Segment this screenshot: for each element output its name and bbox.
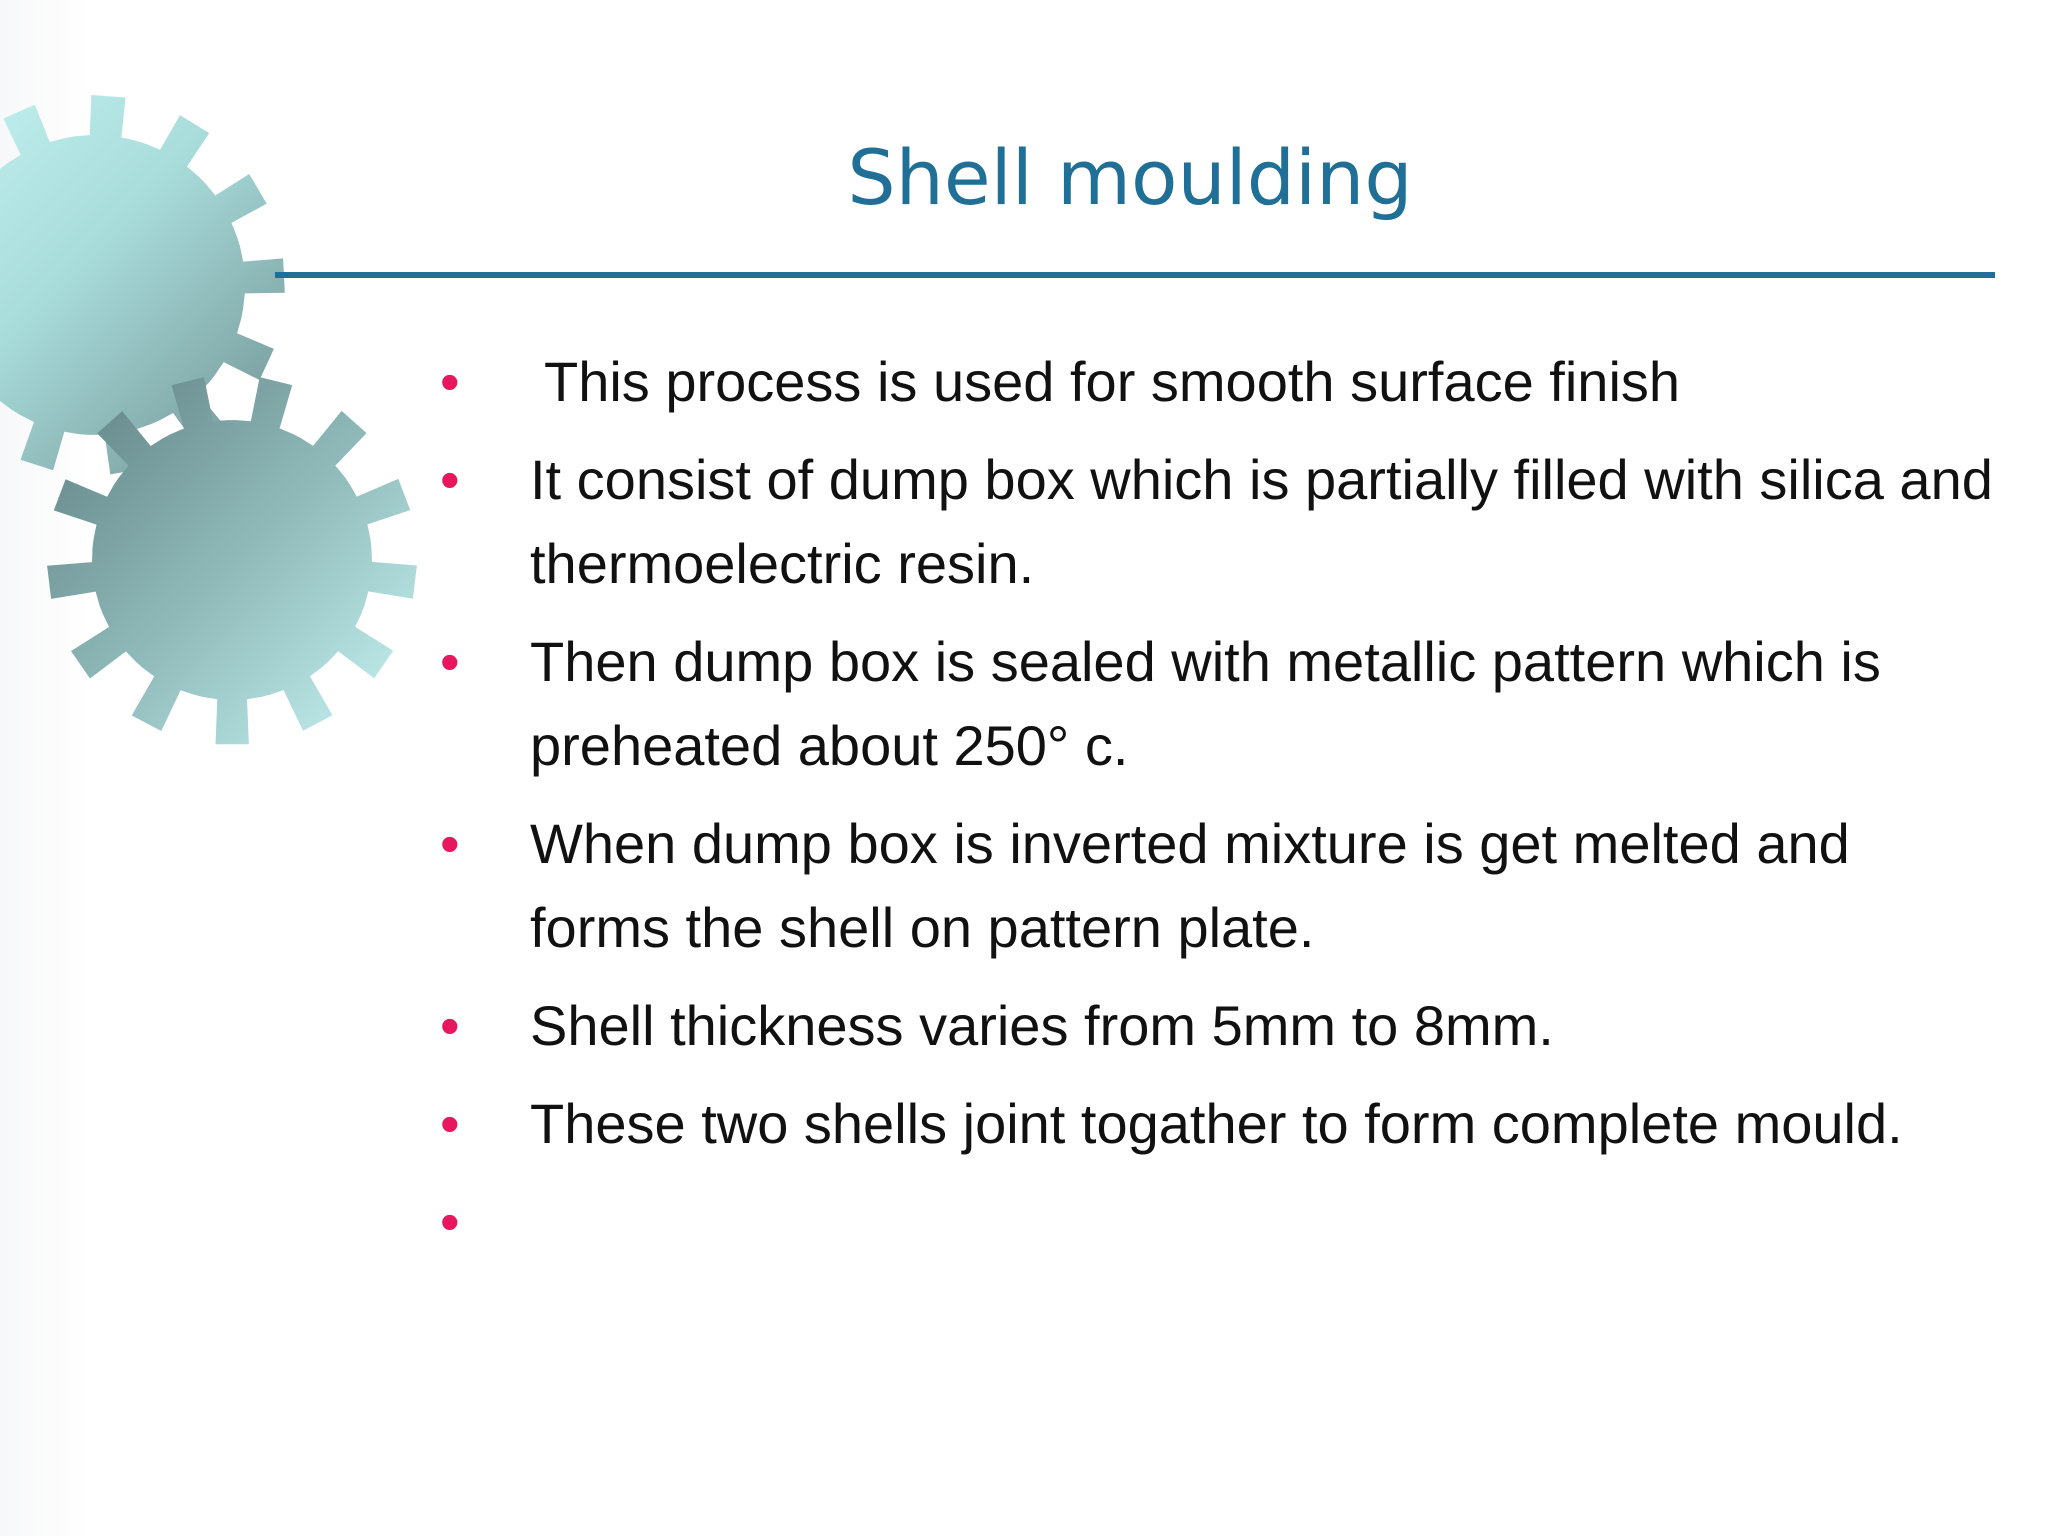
- bullet-item: • This process is used for smooth surfac…: [440, 340, 2000, 424]
- bullet-marker: •: [440, 1190, 460, 1253]
- bullet-marker: •: [440, 350, 460, 413]
- bullet-text: Shell thickness varies from 5mm to 8mm.: [530, 994, 1554, 1057]
- bullet-text: Then dump box is sealed with metallic pa…: [530, 630, 1881, 777]
- lower-gear-icon: [47, 377, 417, 745]
- bullet-item: • When dump box is inverted mixture is g…: [440, 802, 2000, 970]
- bullet-marker: •: [440, 630, 460, 693]
- bullet-text: This process is used for smooth surface …: [544, 350, 1681, 413]
- bullet-text: When dump box is inverted mixture is get…: [530, 812, 1850, 959]
- title-divider: [275, 272, 1995, 278]
- bullet-marker: •: [440, 994, 460, 1057]
- bullet-marker: •: [440, 448, 460, 511]
- bullet-item: • These two shells joint togather to for…: [440, 1082, 2000, 1166]
- bullet-item: • Shell thickness varies from 5mm to 8mm…: [440, 984, 2000, 1068]
- upper-gear-icon: [0, 95, 285, 475]
- bullet-item: • Then dump box is sealed with metallic …: [440, 620, 2000, 788]
- slide-title: Shell moulding: [847, 133, 1413, 222]
- bullet-marker: •: [440, 812, 460, 875]
- bullet-text: It consist of dump box which is partiall…: [530, 448, 1993, 595]
- gears-icon: [0, 95, 417, 745]
- bullet-marker: •: [440, 1092, 460, 1155]
- bullet-list: • This process is used for smooth surfac…: [440, 340, 2000, 1253]
- bullet-item: • It consist of dump box which is partia…: [440, 438, 2000, 606]
- bullet-text: These two shells joint togather to form …: [530, 1092, 1903, 1155]
